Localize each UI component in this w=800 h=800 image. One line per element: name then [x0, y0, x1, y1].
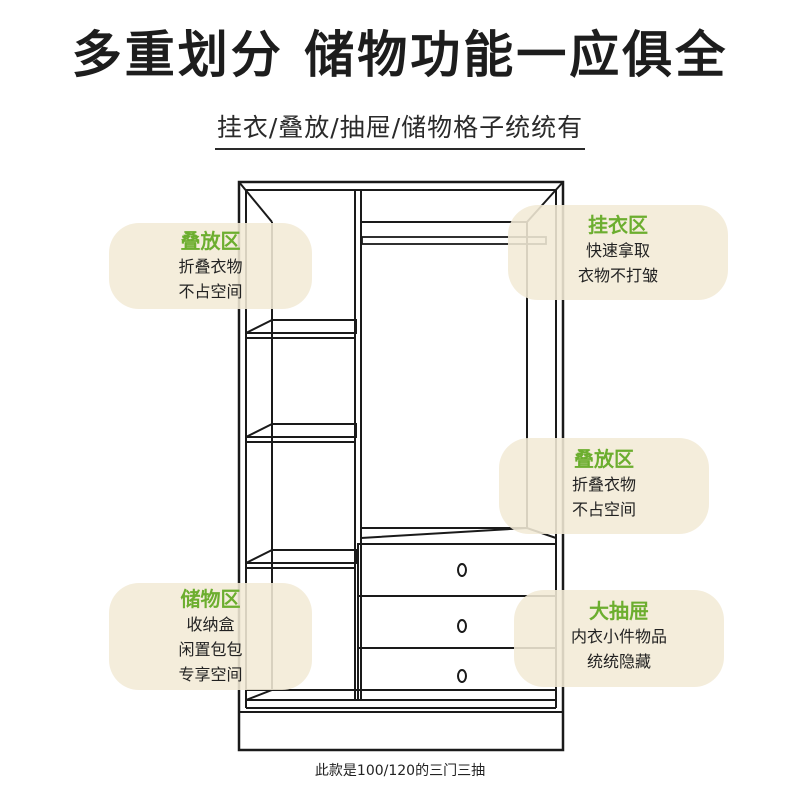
callout-line: 衣物不打皱: [577, 266, 658, 285]
callout-line: 快速拿取: [585, 241, 650, 260]
callout-line: 不占空间: [571, 500, 636, 519]
callout-hang: 挂衣区 快速拿取 衣物不打皱: [508, 205, 728, 300]
callout-line: 统统隐藏: [586, 652, 651, 671]
callout-line: 收纳盒: [186, 615, 235, 634]
callout-title: 挂衣区: [588, 213, 648, 237]
callout-line: 闲置包包: [178, 640, 243, 659]
callout-line: 折叠衣物: [571, 475, 636, 494]
callout-drawer: 大抽屉 内衣小件物品 统统隐藏: [514, 590, 724, 687]
callout-title: 叠放区: [574, 447, 634, 471]
callout-title: 叠放区: [180, 229, 241, 253]
callout-fold-right: 叠放区 折叠衣物 不占空间: [499, 438, 709, 534]
callout-line: 内衣小件物品: [570, 627, 667, 646]
callout-title: 大抽屉: [589, 599, 649, 623]
headline: 多重划分 储物功能一应俱全: [71, 26, 729, 84]
callout-title: 储物区: [180, 587, 241, 611]
callout-line: 折叠衣物: [178, 257, 243, 276]
footnote: 此款是100/120的三门三抽: [314, 763, 486, 779]
callout-fold-left: 叠放区 折叠衣物 不占空间: [109, 223, 312, 309]
callout-line: 专享空间: [178, 665, 243, 684]
callout-storage: 储物区 收纳盒 闲置包包 专享空间: [109, 583, 312, 690]
callout-line: 不占空间: [178, 282, 243, 301]
subheadline: 挂衣/叠放/抽屉/储物格子统统有: [214, 111, 586, 150]
